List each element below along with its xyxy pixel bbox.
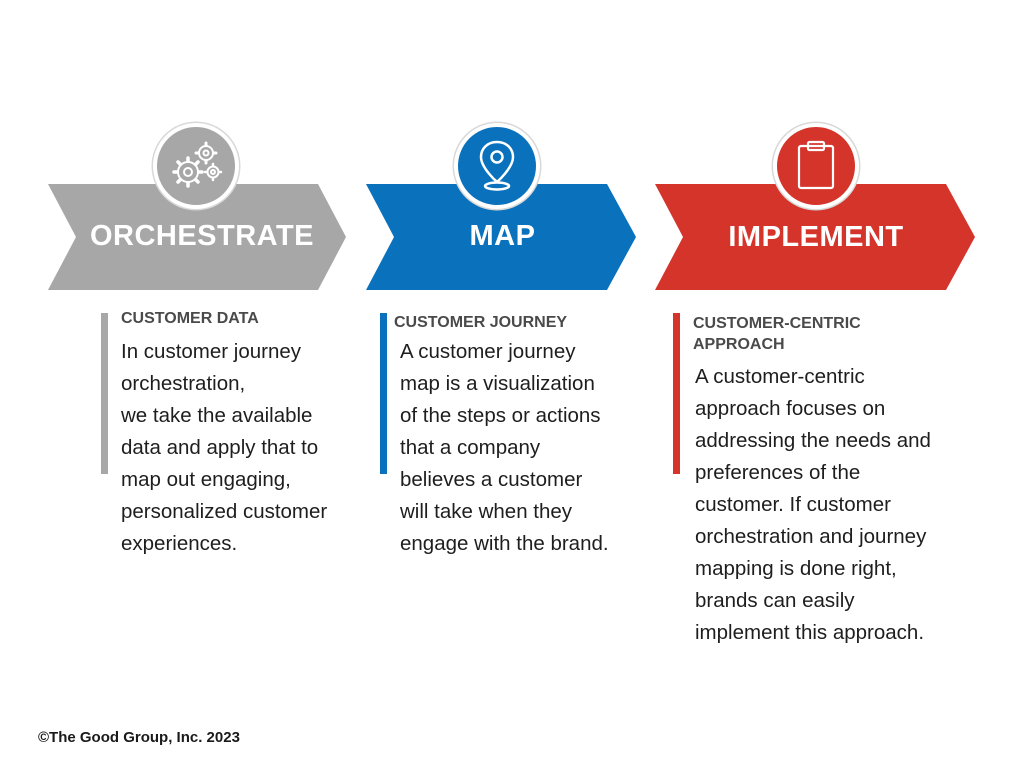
text-line: data and apply that to xyxy=(121,436,319,459)
map-subheading: CUSTOMER JOURNEY xyxy=(394,314,568,331)
text-line: map out engaging, xyxy=(121,468,291,491)
clipboard-icon xyxy=(797,140,835,190)
text-line: orchestration, xyxy=(121,372,246,395)
text-line: mapping is done right, xyxy=(695,557,897,580)
text-line: experiences. xyxy=(121,532,238,555)
orchestrate-subheading: CUSTOMER DATA xyxy=(121,310,259,327)
orchestrate-title: ORCHESTRATE xyxy=(89,220,315,252)
orchestrate-icon-circle xyxy=(153,123,239,209)
gears-icon xyxy=(172,141,223,188)
orchestrate-description: In customer journey orchestration, we ta… xyxy=(121,336,371,560)
implement-title: IMPLEMENT xyxy=(728,221,904,253)
implement-accent-bar xyxy=(673,313,680,474)
map-accent-bar xyxy=(380,313,387,474)
text-line: A customer journey xyxy=(400,340,576,363)
text-line: implement this approach. xyxy=(695,621,925,644)
text-line: addressing the needs and xyxy=(695,429,931,452)
implement-subheading: CUSTOMER-CENTRIC APPROACH xyxy=(693,313,861,355)
map-description: A customer journey map is a visualizatio… xyxy=(400,336,660,560)
text-line: orchestration and journey xyxy=(695,525,927,548)
implement-description: A customer-centric approach focuses on a… xyxy=(695,361,995,649)
orchestrate-accent-bar xyxy=(101,313,108,474)
map-icon-circle xyxy=(454,123,540,209)
text-line: personalized customer xyxy=(121,500,328,523)
implement-chevron xyxy=(655,184,975,290)
text-line: map is a visualization xyxy=(400,372,595,395)
text-line: engage with the brand. xyxy=(400,532,609,555)
text-line: approach focuses on xyxy=(695,397,886,420)
location-pin-icon xyxy=(479,140,515,191)
text-line: brands can easily xyxy=(695,589,855,612)
orchestrate-chevron xyxy=(48,184,346,290)
text-line: of the steps or actions xyxy=(400,404,601,427)
text-line: A customer-centric xyxy=(695,365,865,388)
implement-icon-circle xyxy=(773,123,859,209)
text-line: we take the available xyxy=(121,404,313,427)
subheading-line: APPROACH xyxy=(693,336,785,353)
subheading-line: CUSTOMER-CENTRIC xyxy=(693,315,861,332)
copyright-notice: ©The Good Group, Inc. 2023 xyxy=(38,729,240,746)
text-line: will take when they xyxy=(400,500,573,523)
map-title: MAP xyxy=(469,220,536,252)
map-chevron xyxy=(366,184,636,290)
text-line: that a company xyxy=(400,436,541,459)
text-line: believes a customer xyxy=(400,468,583,491)
text-line: In customer journey xyxy=(121,340,302,363)
text-line: preferences of the xyxy=(695,461,861,484)
text-line: customer. If customer xyxy=(695,493,891,516)
